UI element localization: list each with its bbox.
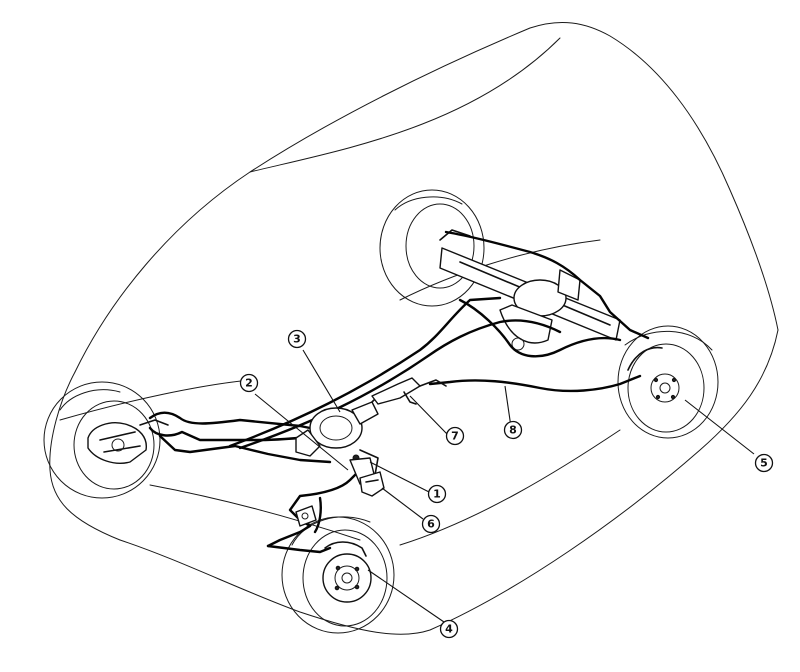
rear-axle-assembly	[439, 229, 621, 351]
callout-1: 1	[427, 484, 447, 504]
callout-7-circle	[445, 426, 465, 446]
brake-line-8	[428, 374, 642, 393]
car-roof-line	[74, 21, 779, 373]
callout-3-label: 3	[293, 333, 301, 346]
callout-4-label: 4	[445, 623, 453, 636]
callout-7: 7	[445, 426, 465, 446]
callout-8-label: 8	[509, 424, 517, 437]
front-right-caliper	[295, 505, 317, 527]
callout-2: 2	[239, 373, 259, 393]
car-body-crease	[59, 239, 601, 421]
car-body-outline	[49, 21, 779, 635]
front-right-wheel	[281, 516, 395, 634]
callout-2-circle	[239, 373, 259, 393]
rear-left-wheel	[379, 189, 485, 307]
callout-8: 8	[503, 420, 523, 440]
brake-line-to-rear	[228, 296, 502, 448]
car-hood-line	[49, 371, 121, 541]
car-side-lower-line	[119, 329, 779, 635]
leader-lines	[254, 349, 755, 623]
callout-2-label: 2	[245, 377, 253, 390]
callout-5: 5	[754, 453, 774, 473]
brake-line-front-right	[266, 468, 362, 548]
brake-lines	[148, 230, 650, 554]
car-rocker-line	[149, 429, 621, 546]
callout-5-label: 5	[760, 457, 768, 470]
front-left-brake-assembly	[87, 419, 169, 464]
car-roof-inner-line	[249, 37, 561, 173]
callout-6-circle	[421, 514, 441, 534]
parking-brake-lever	[371, 377, 447, 405]
callout-6-label: 6	[427, 518, 435, 531]
callout-8-circle	[503, 420, 523, 440]
callout-4: 4	[439, 619, 459, 639]
brake-line-rear-axle	[444, 230, 650, 340]
callout-6: 6	[421, 514, 441, 534]
callout-3: 3	[287, 329, 307, 349]
callout-1-label: 1	[433, 488, 441, 501]
rear-right-wheel	[617, 325, 719, 439]
callout-7-label: 7	[451, 430, 459, 443]
callout-3-circle	[287, 329, 307, 349]
brake-booster-master-cylinder	[295, 393, 381, 485]
callout-5-circle	[754, 453, 774, 473]
front-left-wheel	[43, 381, 161, 499]
brake-line-front-left	[148, 411, 322, 432]
callout-4-circle	[439, 619, 459, 639]
proportioning-valve	[359, 471, 385, 497]
callout-1-circle	[427, 484, 447, 504]
